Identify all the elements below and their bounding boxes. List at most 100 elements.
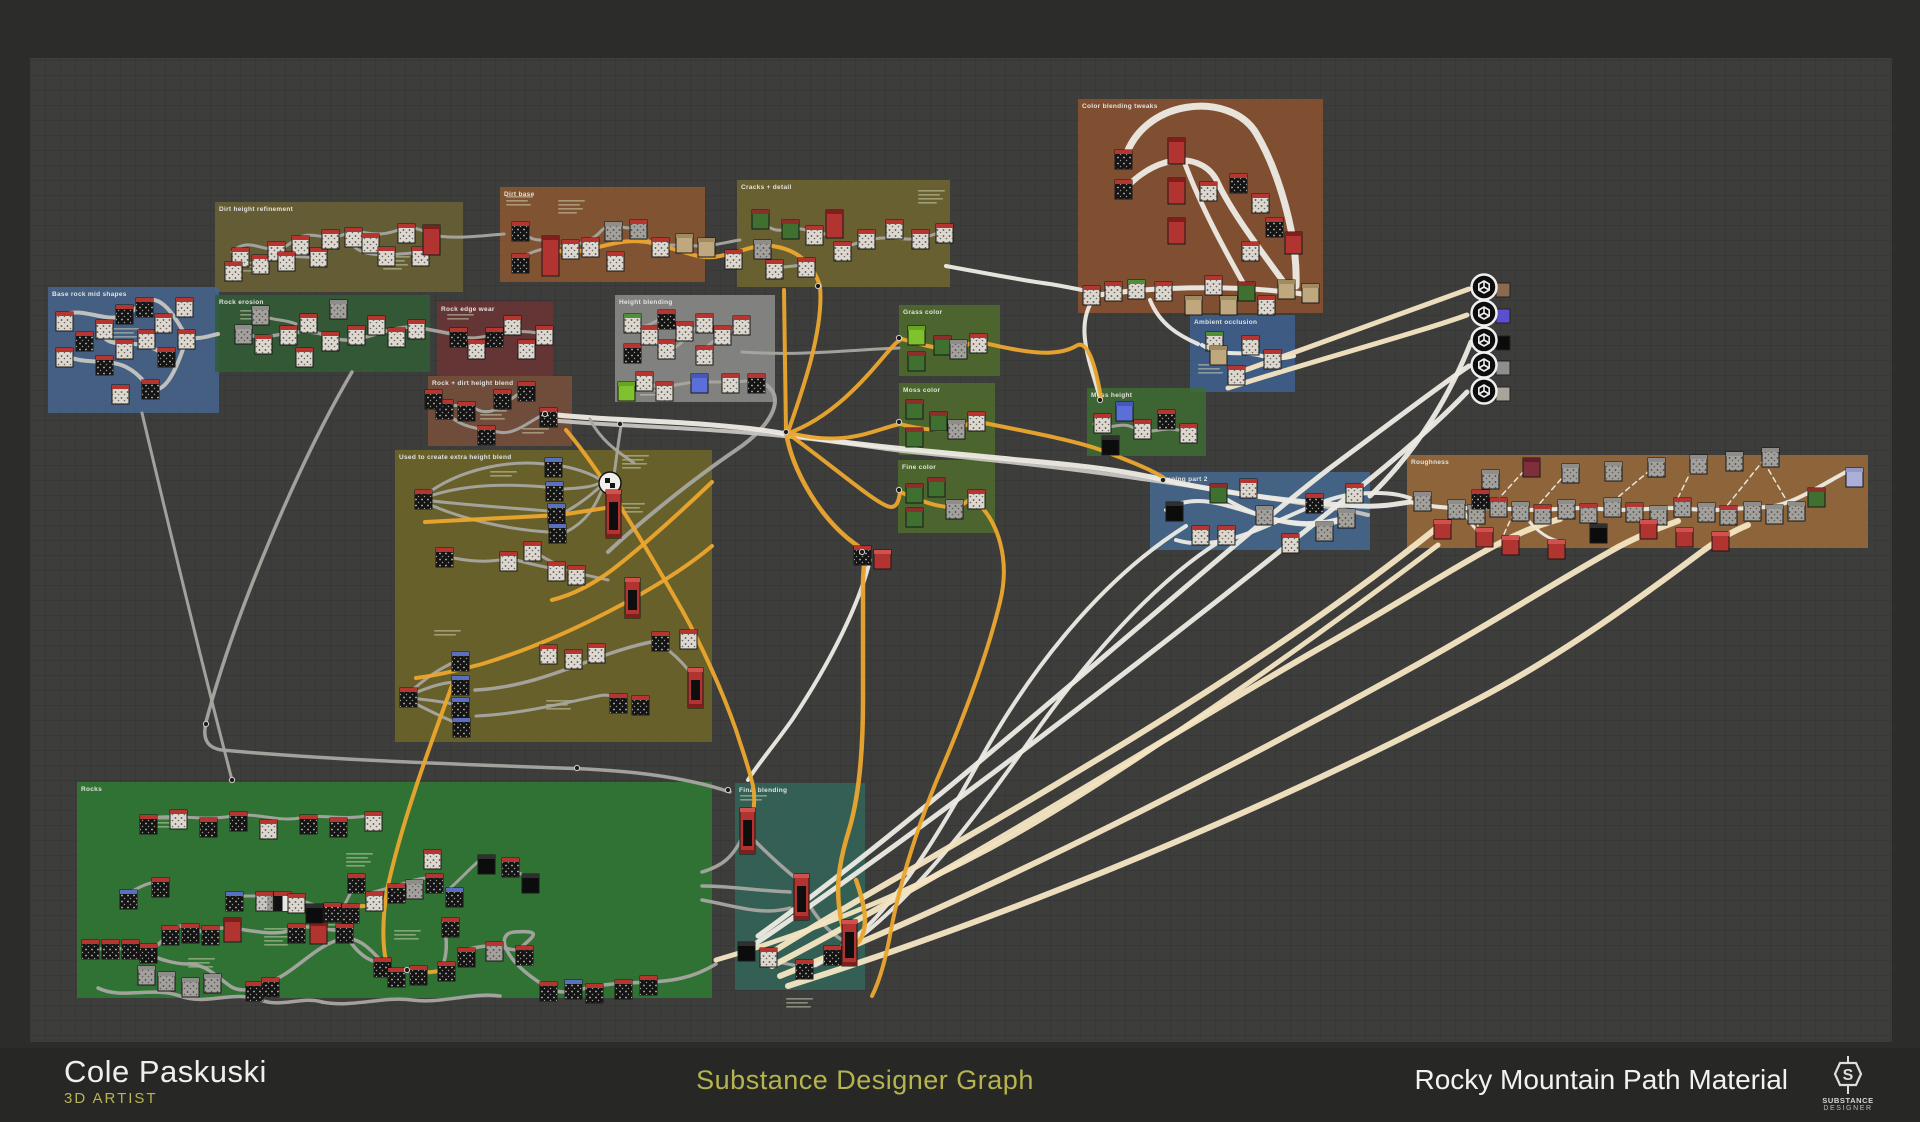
graph-node[interactable] [853, 545, 872, 566]
graph-node[interactable] [949, 339, 968, 360]
graph-node[interactable] [1481, 469, 1500, 490]
graph-node[interactable] [1689, 454, 1708, 475]
graph-node[interactable] [1199, 181, 1218, 202]
graph-node[interactable] [151, 877, 170, 898]
graph-node[interactable] [547, 503, 566, 524]
graph-node[interactable] [1345, 483, 1364, 504]
graph-node[interactable] [467, 339, 486, 360]
graph-node[interactable] [687, 667, 704, 709]
graph-node[interactable] [695, 313, 714, 334]
graph-node[interactable] [55, 347, 74, 368]
graph-node[interactable] [1547, 539, 1566, 560]
graph-node[interactable] [1471, 489, 1490, 510]
graph-node[interactable] [623, 313, 642, 334]
graph-node[interactable] [561, 239, 580, 260]
graph-node[interactable] [1277, 279, 1296, 300]
graph-node[interactable] [905, 483, 924, 504]
graph-node[interactable] [907, 325, 926, 346]
graph-node[interactable] [655, 381, 674, 402]
graph-node[interactable] [675, 233, 694, 254]
graph-node[interactable] [95, 319, 114, 340]
graph-node[interactable] [905, 399, 924, 420]
graph-node[interactable] [623, 343, 642, 364]
graph-node[interactable] [224, 261, 243, 282]
graph-node[interactable] [1604, 461, 1623, 482]
graph-node[interactable] [967, 411, 986, 432]
graph-node[interactable] [203, 973, 222, 994]
graph-node[interactable] [101, 939, 120, 960]
graph-node[interactable] [1765, 504, 1784, 525]
graph-node[interactable] [907, 351, 926, 372]
graph-node[interactable] [321, 331, 340, 352]
graph-node[interactable] [1114, 149, 1133, 170]
graph-node[interactable] [539, 981, 558, 1002]
graph-node[interactable] [1743, 501, 1762, 522]
graph-node[interactable] [1127, 279, 1146, 300]
graph-node[interactable] [493, 389, 512, 410]
graph-node[interactable] [425, 873, 444, 894]
graph-node[interactable] [548, 523, 567, 544]
graph-node[interactable] [929, 411, 948, 432]
output-node[interactable] [1470, 273, 1511, 301]
graph-node[interactable] [805, 225, 824, 246]
graph-node[interactable] [1227, 365, 1246, 386]
graph-node[interactable] [1533, 504, 1552, 525]
graph-node[interactable] [135, 297, 154, 318]
graph-node[interactable] [617, 381, 636, 402]
graph-node[interactable] [1711, 531, 1730, 552]
graph-node[interactable] [737, 941, 756, 962]
graph-node[interactable] [545, 481, 564, 502]
graph-node[interactable] [119, 889, 138, 910]
graph-node[interactable] [95, 355, 114, 376]
graph-node[interactable] [567, 565, 586, 586]
graph-node[interactable] [759, 947, 778, 968]
graph-node[interactable] [1229, 173, 1248, 194]
graph-node[interactable] [690, 373, 709, 394]
graph-node[interactable] [797, 257, 816, 278]
graph-node[interactable] [1589, 523, 1608, 544]
graph-node[interactable] [1167, 217, 1186, 245]
graph-node[interactable] [1284, 231, 1303, 255]
graph-node[interactable] [751, 209, 770, 230]
graph-node[interactable] [651, 631, 670, 652]
graph-node[interactable] [564, 979, 583, 1000]
graph-node[interactable] [969, 333, 988, 354]
graph-node[interactable] [605, 489, 622, 539]
graph-node[interactable] [477, 425, 496, 446]
graph-node[interactable] [341, 903, 360, 924]
graph-node[interactable] [81, 939, 100, 960]
graph-node[interactable] [449, 327, 468, 348]
graph-node[interactable] [452, 717, 471, 738]
graph-node[interactable] [833, 241, 852, 262]
graph-node[interactable] [199, 817, 218, 838]
graph-node[interactable] [753, 239, 772, 260]
graph-node[interactable] [361, 233, 380, 254]
graph-node[interactable] [1101, 435, 1120, 456]
graph-node[interactable] [1281, 533, 1300, 554]
graph-node[interactable] [1154, 281, 1173, 302]
graph-node[interactable] [547, 561, 566, 582]
graph-node[interactable] [695, 345, 714, 366]
graph-node[interactable] [1241, 241, 1260, 262]
graph-node[interactable] [515, 945, 534, 966]
graph-node[interactable] [945, 499, 964, 520]
graph-node[interactable] [823, 945, 842, 966]
graph-node[interactable] [177, 329, 196, 350]
graph-node[interactable] [451, 675, 470, 696]
graph-node[interactable] [511, 253, 530, 274]
graph-node[interactable] [387, 967, 406, 988]
graph-node[interactable] [947, 419, 966, 440]
graph-node[interactable] [387, 327, 406, 348]
graph-node[interactable] [477, 854, 496, 875]
graph-node[interactable] [651, 237, 670, 258]
graph-node[interactable] [365, 891, 384, 912]
graph-node[interactable] [585, 983, 604, 1004]
graph-node[interactable] [697, 237, 716, 258]
graph-node[interactable] [535, 325, 554, 346]
graph-node[interactable] [1219, 295, 1238, 316]
graph-node[interactable] [305, 903, 324, 924]
graph-node[interactable] [139, 814, 158, 835]
graph-node[interactable] [397, 223, 416, 244]
graph-node[interactable] [1603, 497, 1622, 518]
